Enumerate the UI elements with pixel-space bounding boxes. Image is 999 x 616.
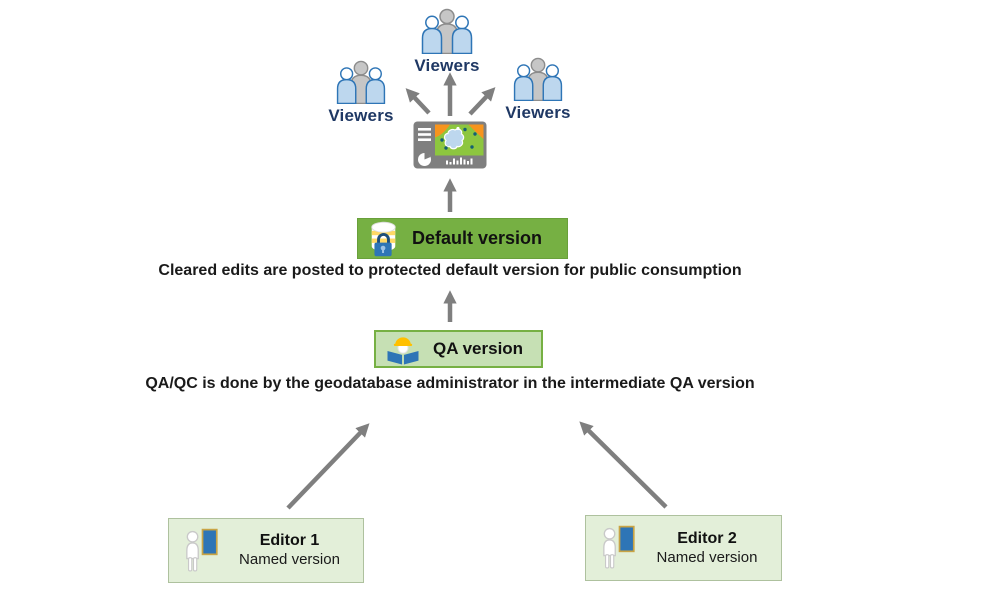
editor-icon xyxy=(603,525,635,569)
viewers-label: Viewers xyxy=(328,106,394,125)
viewers-icon xyxy=(336,60,386,104)
editor1-subtitle: Named version xyxy=(239,551,340,569)
editor2-text: Editor 2 Named version xyxy=(639,529,775,568)
editor2-node: Editor 2 Named version xyxy=(585,515,782,581)
qa-reviewer-icon xyxy=(387,336,419,365)
editor2-title: Editor 2 xyxy=(677,529,737,547)
editor-icon xyxy=(186,528,218,572)
viewers-label: Viewers xyxy=(414,56,480,75)
viewers-group-right: Viewers xyxy=(483,57,593,123)
map-dashboard-icon-graphic xyxy=(413,121,487,169)
viewers-group-top: Viewers xyxy=(392,8,502,76)
database-lock-icon xyxy=(371,221,396,256)
viewers-label: Viewers xyxy=(505,103,571,122)
editor1-node: Editor 1 Named version xyxy=(168,518,364,583)
caption-default-posting: Cleared edits are posted to protected de… xyxy=(158,262,742,279)
viewers-icon xyxy=(513,57,563,101)
editor2-subtitle: Named version xyxy=(656,548,758,566)
editor1-title: Editor 1 xyxy=(259,532,320,550)
viewers-icon xyxy=(421,8,473,54)
arrow-editor1-to-qa xyxy=(286,423,370,510)
default-version-node: Default version xyxy=(357,218,568,259)
viewers-group-left: Viewers xyxy=(306,60,416,126)
arrow-editor2-to-qa xyxy=(579,421,668,509)
arrow-map-to-right-viewers xyxy=(468,87,496,116)
map-dashboard-icon xyxy=(413,121,487,169)
caption-qa-process: QA/QC is done by the geodatabase adminis… xyxy=(145,375,755,392)
qa-version-node: QA version xyxy=(374,330,543,368)
qa-version-label: QA version xyxy=(433,339,524,358)
arrow-map-to-left-viewers xyxy=(405,88,431,115)
editor1-text: Editor 1 Named version xyxy=(222,531,357,570)
default-version-label: Default version xyxy=(412,228,543,248)
